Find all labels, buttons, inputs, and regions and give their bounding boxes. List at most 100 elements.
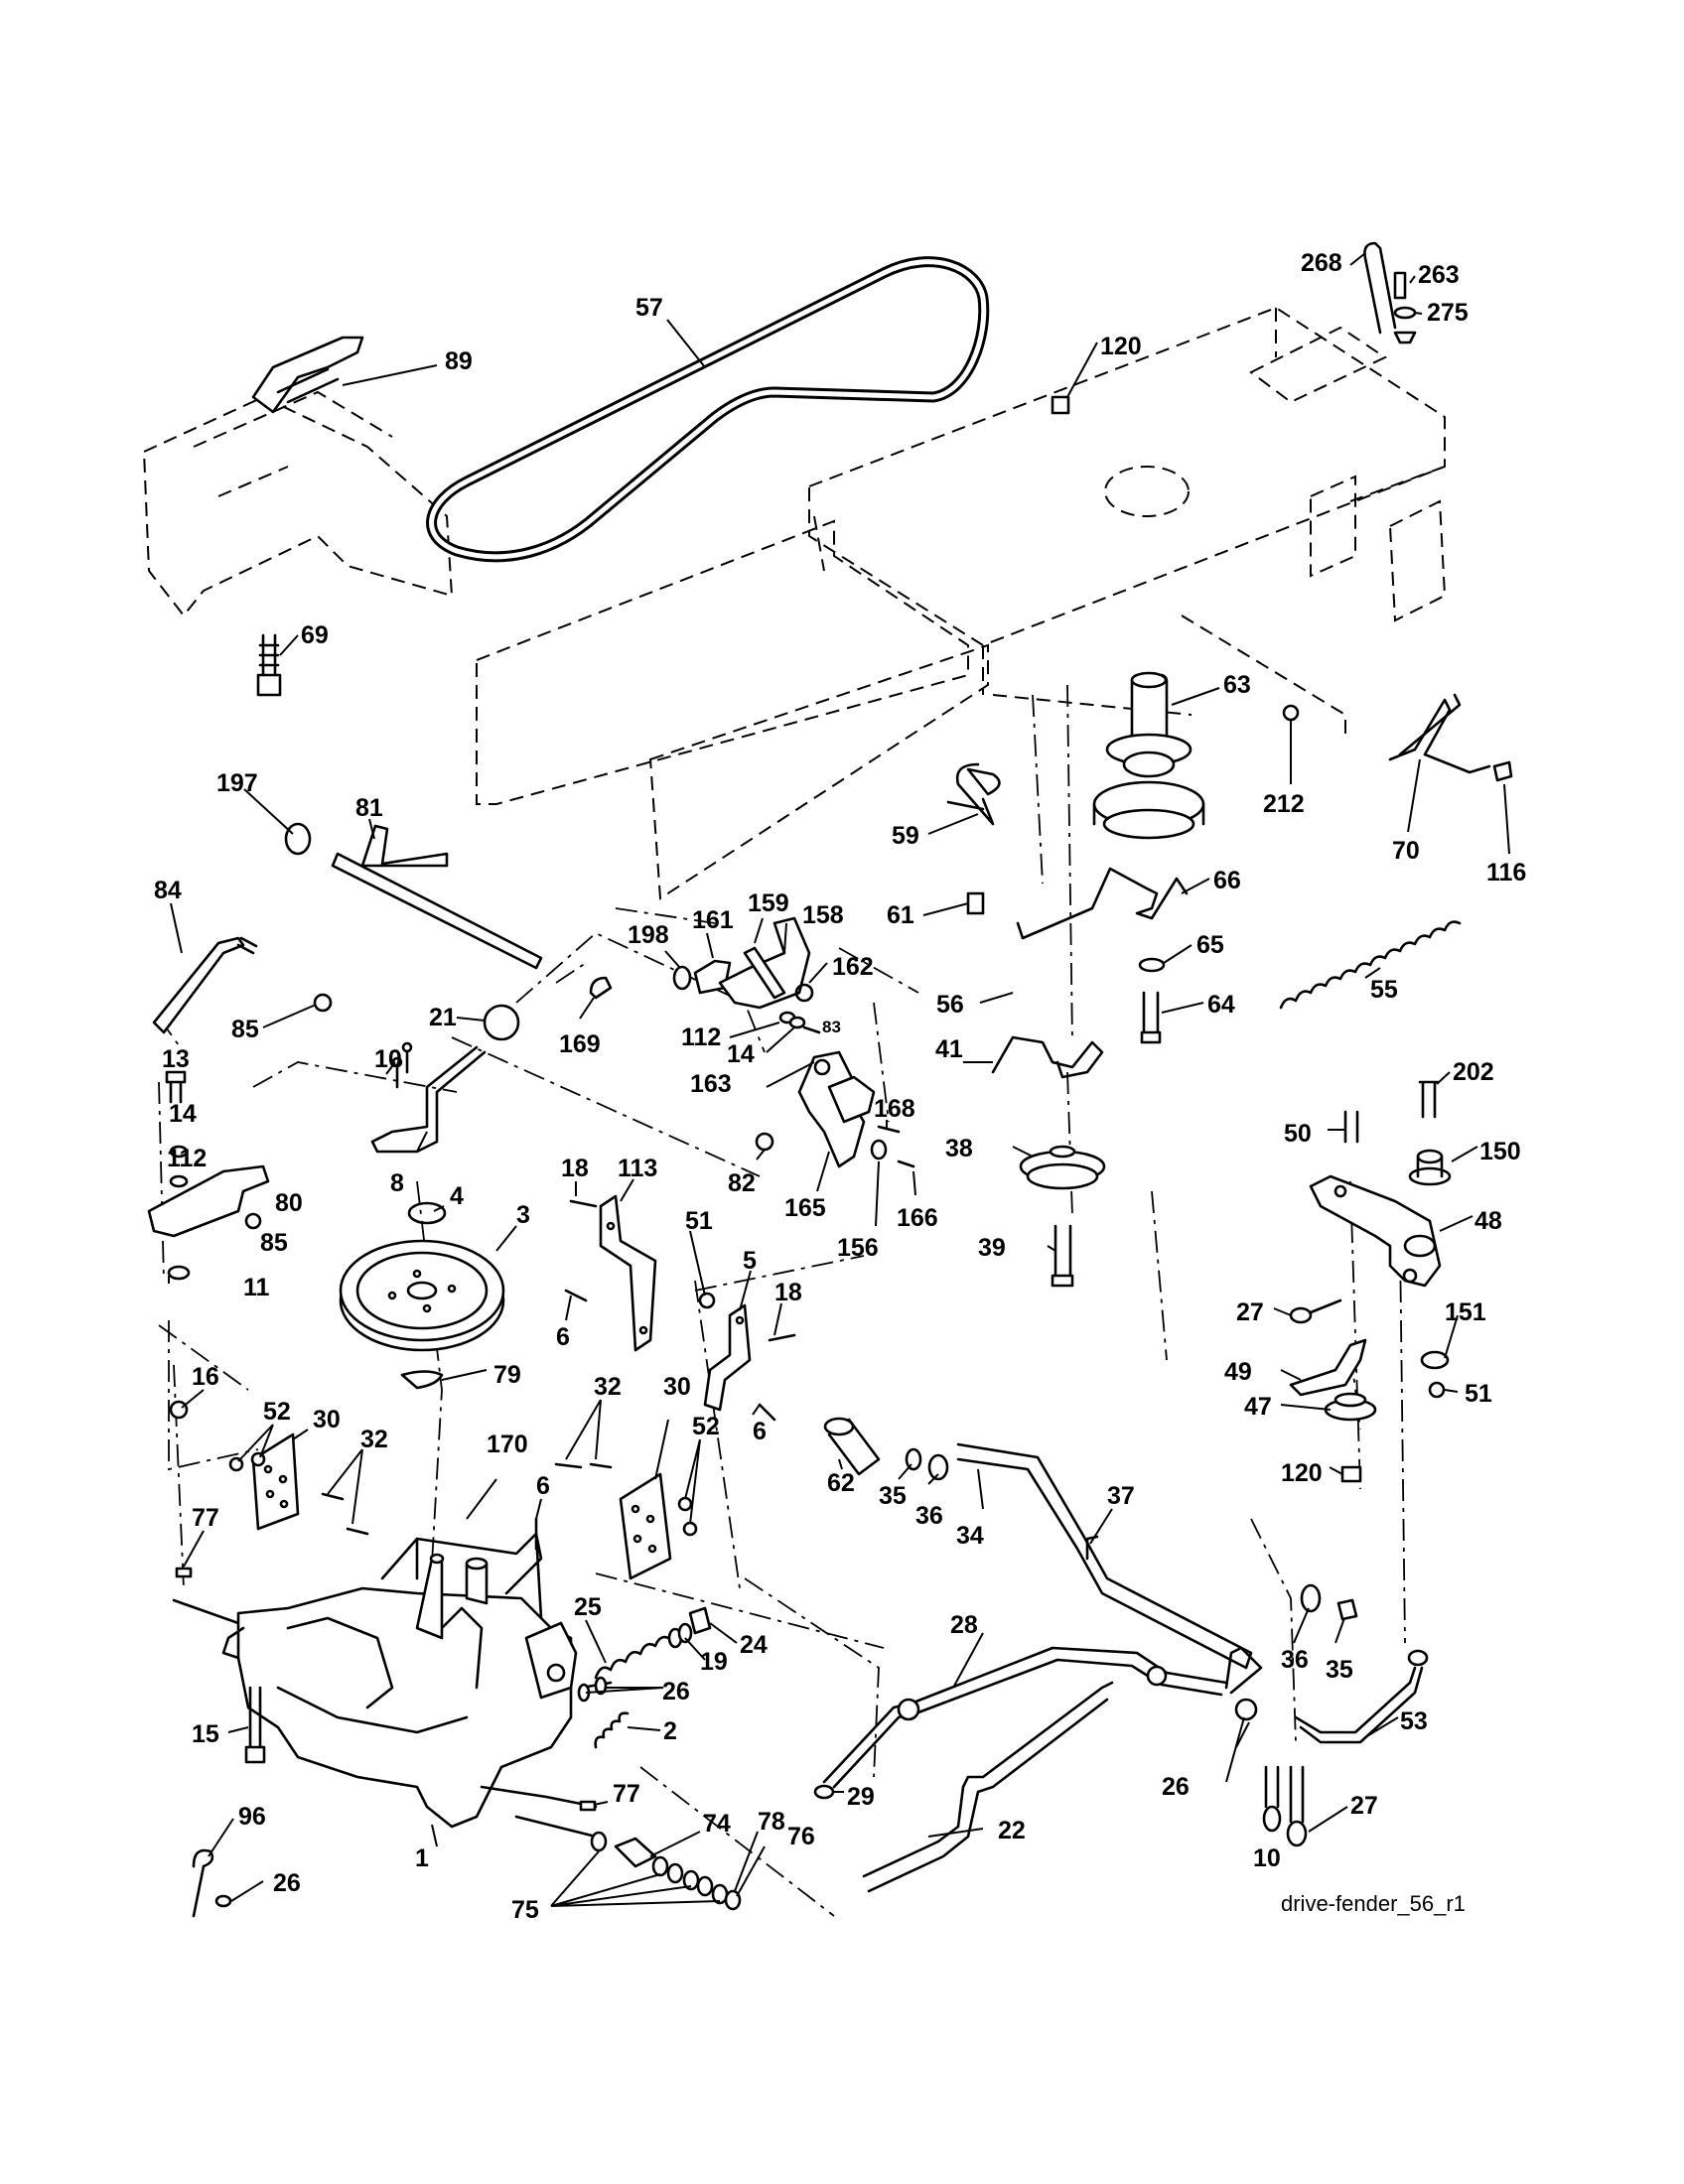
- callout-10-a: 10: [374, 1045, 402, 1073]
- part-212-nut: [1282, 704, 1300, 722]
- callout-80: 80: [275, 1189, 303, 1217]
- part-32-bolts-a: [321, 1492, 369, 1536]
- callout-36-a: 36: [915, 1502, 943, 1530]
- part-55-spring: [1279, 920, 1462, 1010]
- callout-labels: 57 89 69 120 268 263 275 63 212 70 116 1…: [154, 249, 1526, 1924]
- part-79-key: [400, 1370, 444, 1390]
- callout-22: 22: [998, 1817, 1026, 1844]
- callout-112-a: 112: [681, 1024, 721, 1051]
- diagram-code: drive-fender_56_r1: [1281, 1891, 1466, 1916]
- part-168-bolt: [877, 1125, 901, 1134]
- callout-36-b: 36: [1281, 1646, 1309, 1674]
- part-59-clip: [946, 762, 1001, 826]
- part-26-washer-c: [214, 1894, 232, 1908]
- callout-120-b: 120: [1281, 1459, 1323, 1487]
- part-69-bolt: [256, 633, 282, 697]
- callout-275: 275: [1427, 299, 1469, 327]
- callout-14-a: 14: [727, 1040, 755, 1068]
- part-151-spacer: [1420, 1350, 1450, 1370]
- part-64-bolt: [1140, 991, 1162, 1044]
- part-80-plate: [147, 1164, 270, 1238]
- part-77-key-a: [175, 1567, 193, 1578]
- callout-30-a: 30: [313, 1406, 341, 1433]
- callout-38: 38: [945, 1135, 973, 1162]
- callout-2: 2: [663, 1717, 677, 1745]
- callout-159: 159: [748, 889, 789, 917]
- callout-52-a: 52: [263, 1398, 291, 1426]
- callout-69: 69: [301, 621, 329, 649]
- part-75-washers: [514, 1815, 742, 1911]
- callout-34: 34: [956, 1522, 984, 1550]
- part-10-bolt: [1262, 1765, 1282, 1833]
- part-61-bolt: [966, 891, 985, 915]
- part-5-bracket: [703, 1303, 752, 1412]
- callout-6-b: 6: [753, 1418, 767, 1445]
- callout-47: 47: [1244, 1393, 1272, 1421]
- callout-26-b: 26: [1162, 1773, 1190, 1801]
- part-6-bolt-b: [758, 1403, 776, 1422]
- callout-85-a: 85: [231, 1016, 259, 1043]
- callout-64: 64: [1207, 991, 1235, 1019]
- part-25-spring: [594, 1635, 672, 1680]
- part-11-washer: [167, 1265, 191, 1281]
- part-19-washers: [667, 1622, 693, 1649]
- callout-170: 170: [487, 1431, 528, 1458]
- callout-112-b: 112: [167, 1145, 207, 1172]
- callout-25: 25: [574, 1593, 602, 1621]
- callout-156: 156: [837, 1234, 879, 1262]
- callout-1: 1: [415, 1844, 429, 1872]
- callout-85-b: 85: [260, 1229, 288, 1257]
- callout-268: 268: [1301, 249, 1342, 277]
- part-82-nut: [755, 1132, 774, 1152]
- part-84-lever: [152, 936, 258, 1034]
- callout-26-c: 26: [273, 1869, 301, 1897]
- callout-77-a: 77: [192, 1504, 219, 1532]
- callout-11: 11: [243, 1274, 270, 1301]
- callout-120: 120: [1100, 333, 1142, 360]
- part-24-nut: [688, 1606, 712, 1635]
- callout-89: 89: [445, 347, 473, 375]
- callout-151: 151: [1445, 1298, 1486, 1326]
- callout-116: 116: [1486, 859, 1526, 887]
- callout-79: 79: [493, 1361, 521, 1389]
- part-83-bracket: [778, 1011, 876, 1168]
- part-202-bolt: [1418, 1080, 1440, 1119]
- frame-outline: [142, 306, 1447, 900]
- callout-165: 165: [784, 1194, 826, 1222]
- callout-10-b: 10: [1253, 1844, 1281, 1872]
- part-30-plate-a: [251, 1433, 300, 1531]
- part-77-key-b: [579, 1800, 597, 1812]
- part-62-bushing: [823, 1417, 881, 1476]
- callout-39: 39: [978, 1234, 1006, 1262]
- callout-74: 74: [703, 1810, 731, 1838]
- callout-leaders: [168, 252, 1510, 1907]
- part-120-nut: [1051, 395, 1070, 415]
- part-85-nut-a: [313, 993, 333, 1013]
- callout-28: 28: [950, 1611, 978, 1639]
- callout-6-a: 6: [556, 1323, 570, 1351]
- drive-belt: [426, 256, 990, 563]
- callout-13: 13: [162, 1045, 190, 1073]
- part-6-bolt-a: [564, 1289, 588, 1302]
- part-1-transaxle: [172, 1553, 613, 1829]
- part-52-nuts-b: [677, 1496, 698, 1537]
- part-66-spring-rod: [1016, 867, 1189, 940]
- callout-41: 41: [935, 1035, 963, 1063]
- callout-197: 197: [216, 769, 258, 797]
- callout-59: 59: [892, 822, 919, 850]
- part-41-wire: [991, 1035, 1104, 1079]
- part-159-bracket-assembly: [672, 916, 814, 1010]
- callout-70: 70: [1392, 837, 1420, 865]
- part-10-screws: [391, 1041, 413, 1089]
- callout-163: 163: [690, 1070, 732, 1098]
- part-27-eyebolt-a: [1289, 1298, 1342, 1324]
- callout-37: 37: [1107, 1482, 1135, 1510]
- part-18-bolt-b: [768, 1333, 796, 1342]
- part-63-spindle-pulley: [1092, 671, 1205, 840]
- callout-26-a: 26: [662, 1678, 690, 1706]
- callout-21: 21: [429, 1004, 457, 1031]
- callout-166: 166: [897, 1204, 938, 1232]
- callout-162: 162: [832, 953, 874, 981]
- callout-15: 15: [192, 1720, 219, 1748]
- part-22-rod: [862, 1681, 1114, 1893]
